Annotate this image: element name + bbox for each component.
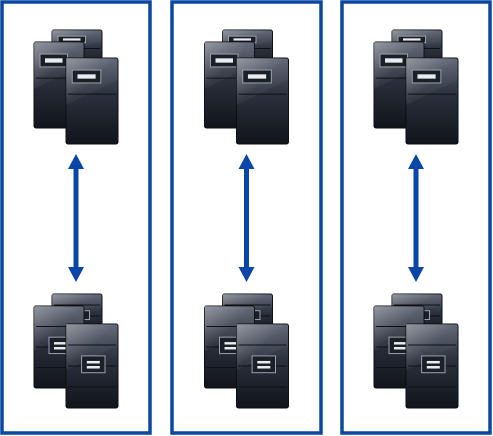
server-cluster-top [373,29,459,145]
column-3 [340,0,492,435]
server-icon [405,57,459,145]
server-cluster-bottom [373,293,459,409]
server-cluster-bottom [33,293,119,409]
server-icon [405,323,459,409]
server-icon [236,57,289,145]
server-icon [65,323,119,409]
server-cluster-bottom [204,293,289,409]
double-arrow-icon [68,154,84,282]
server-icon [65,57,119,145]
double-arrow-icon [408,154,424,282]
server-cluster-top [33,29,119,145]
column-frame [170,0,323,435]
server-icon [236,323,289,409]
column-frame [0,0,152,435]
column-1 [0,0,152,435]
double-arrow-icon [238,154,255,282]
server-cluster-top [204,29,289,145]
column-frame [340,0,492,435]
column-2 [170,0,323,435]
